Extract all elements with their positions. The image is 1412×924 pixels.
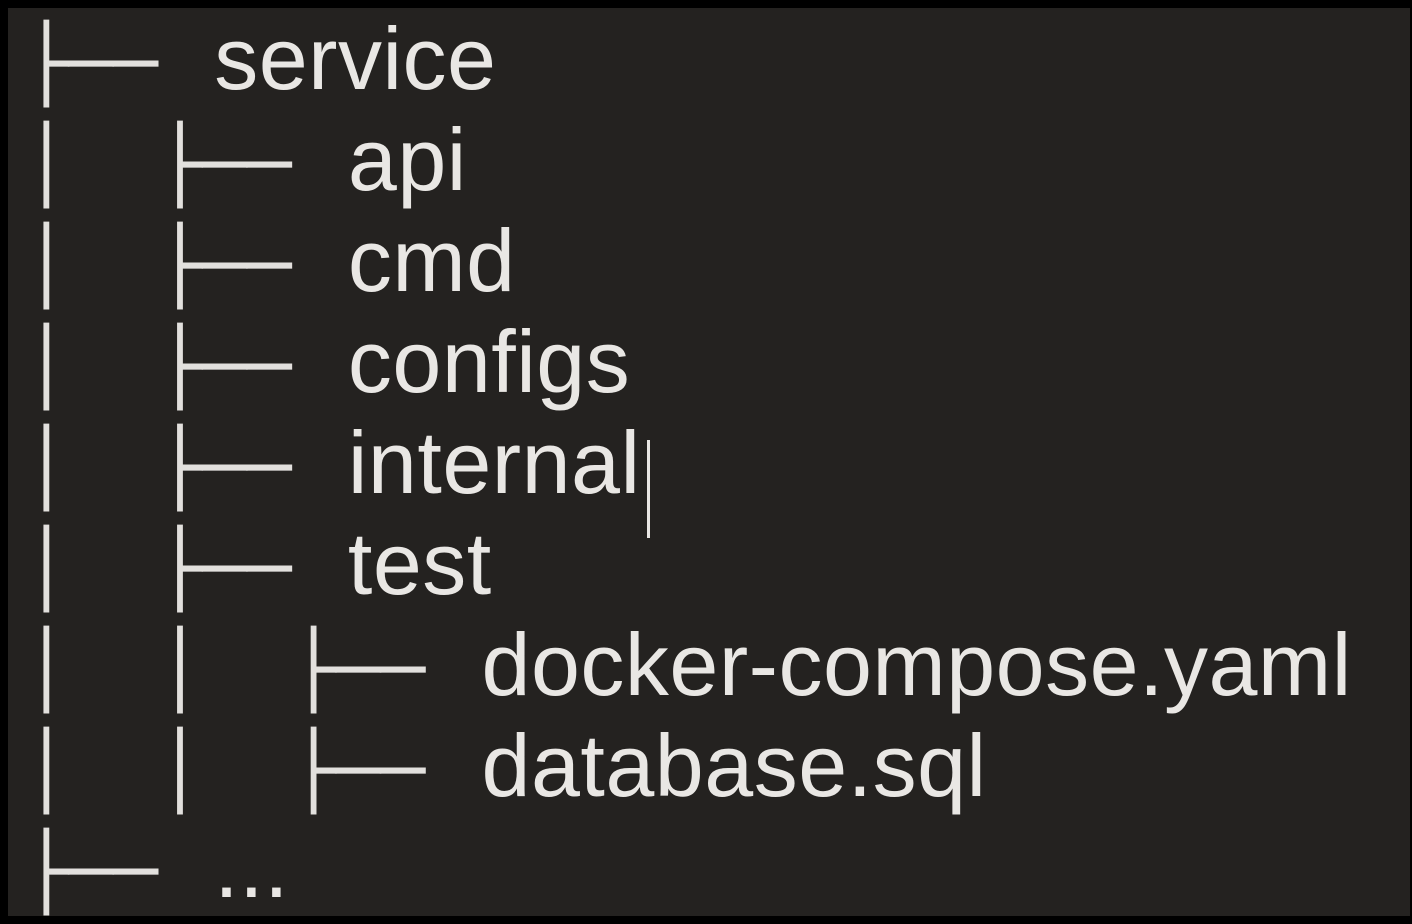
tree-row-database-sql[interactable]: │ │ ├── database.sql xyxy=(24,715,1410,816)
tree-row-configs[interactable]: │ ├── configs xyxy=(24,311,1410,412)
tree-row-docker-compose-yaml[interactable]: │ │ ├── docker-compose.yaml xyxy=(24,614,1410,715)
tree-branch-glyphs: │ │ ├── xyxy=(24,627,470,713)
tree-branch-glyphs: │ ├── xyxy=(24,122,336,208)
file-name: database.sql xyxy=(481,716,987,815)
directory-name: api xyxy=(347,110,467,209)
tree-row-service[interactable]: ├── service xyxy=(24,8,1410,109)
tree-branch-glyphs: │ ├── xyxy=(24,324,336,410)
text-editor-area[interactable]: ├── service │ ├── api │ ├── cmd │ ├── co… xyxy=(8,8,1410,916)
file-name: docker-compose.yaml xyxy=(481,615,1352,714)
tree-row-api[interactable]: │ ├── api xyxy=(24,109,1410,210)
directory-name: service xyxy=(214,9,497,108)
directory-name: cmd xyxy=(347,211,516,310)
directory-name: configs xyxy=(347,312,631,411)
tree-row-cmd[interactable]: │ ├── cmd xyxy=(24,210,1410,311)
tree-branch-glyphs: │ ├── xyxy=(24,223,336,309)
tree-branch-glyphs: │ ├── xyxy=(24,526,336,612)
ellipsis-text: ... xyxy=(214,817,290,916)
tree-row-ellipsis[interactable]: ├── ... xyxy=(24,816,1410,916)
tree-branch-glyphs: │ ├── xyxy=(24,425,336,511)
directory-name: internal xyxy=(347,413,641,512)
tree-row-internal[interactable]: │ ├── internal xyxy=(24,412,1410,539)
tree-branch-glyphs: ├── xyxy=(24,21,203,107)
tree-branch-glyphs: │ │ ├── xyxy=(24,728,470,814)
tree-row-test[interactable]: │ ├── test xyxy=(24,513,1410,614)
directory-tree: ├── service │ ├── api │ ├── cmd │ ├── co… xyxy=(8,8,1410,916)
directory-name: test xyxy=(347,514,492,613)
text-cursor xyxy=(646,440,650,539)
tree-branch-glyphs: ├── xyxy=(24,829,203,915)
